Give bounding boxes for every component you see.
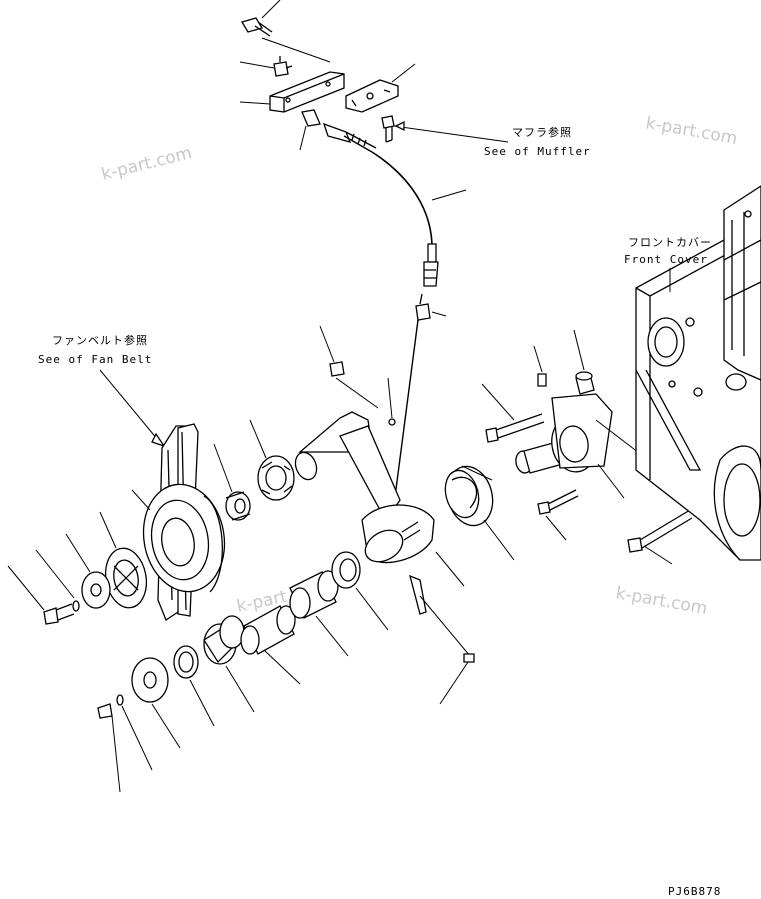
spacer-ring [225,491,251,521]
dowel-pin [537,373,547,387]
watermark-top-left: k-part.com [99,143,194,185]
watermark-top-right: k-part.com [644,113,739,149]
long-bolt-lower [627,509,693,553]
needle-bearing-left [173,645,199,679]
tension-pulley [142,483,226,593]
front-cover-en: Front Cover [624,253,708,266]
long-bolt-mid [485,413,545,443]
grease-nipple-top [273,56,293,77]
pin-hole [388,418,396,426]
sleeve [240,605,296,655]
fan-belt-jp: ファンベルト参照 [52,333,148,347]
drawing-code: PJ6B878 [668,885,721,898]
cable-end-fitting [423,243,439,287]
grease-nipple-arm [329,361,345,377]
muffler-arrow [394,120,405,132]
fan-belt-arrow [151,432,166,448]
fan-belt-en: See of Fan Belt [38,353,152,366]
bolt-lower [97,694,124,719]
control-cable [371,151,433,245]
front-cover-housing [723,185,761,391]
bearing-shield [131,657,169,703]
muffler-ref-jp: マフラ参照 [512,125,572,139]
control-rod [391,319,419,521]
mounting-bracket [269,71,345,113]
short-bolt [537,489,579,515]
bearing-ring [257,455,295,501]
arm-pin [409,574,427,615]
bushing-small [575,371,595,395]
bearing-sleeve [289,570,339,619]
muffler-bolt [381,115,395,143]
tension-arm [294,411,435,564]
cover-washer [81,571,111,609]
ball-joint [415,293,431,321]
spring-bushing [444,465,494,527]
needle-bearing [203,615,245,665]
muffler-ref-en: See of Muffler [484,145,591,158]
tensioner-shaft [515,393,613,474]
cover-bolt [43,600,80,625]
bearing-cover [104,547,148,609]
cable-fitting [301,109,377,153]
seal-ring [331,551,361,589]
front-cover-jp: フロントカバー [628,236,712,249]
clamp-plate [345,79,399,113]
watermark-lower-right: k-part.com [614,583,709,619]
arm-bolt [463,653,475,663]
top-bolt [241,17,273,37]
